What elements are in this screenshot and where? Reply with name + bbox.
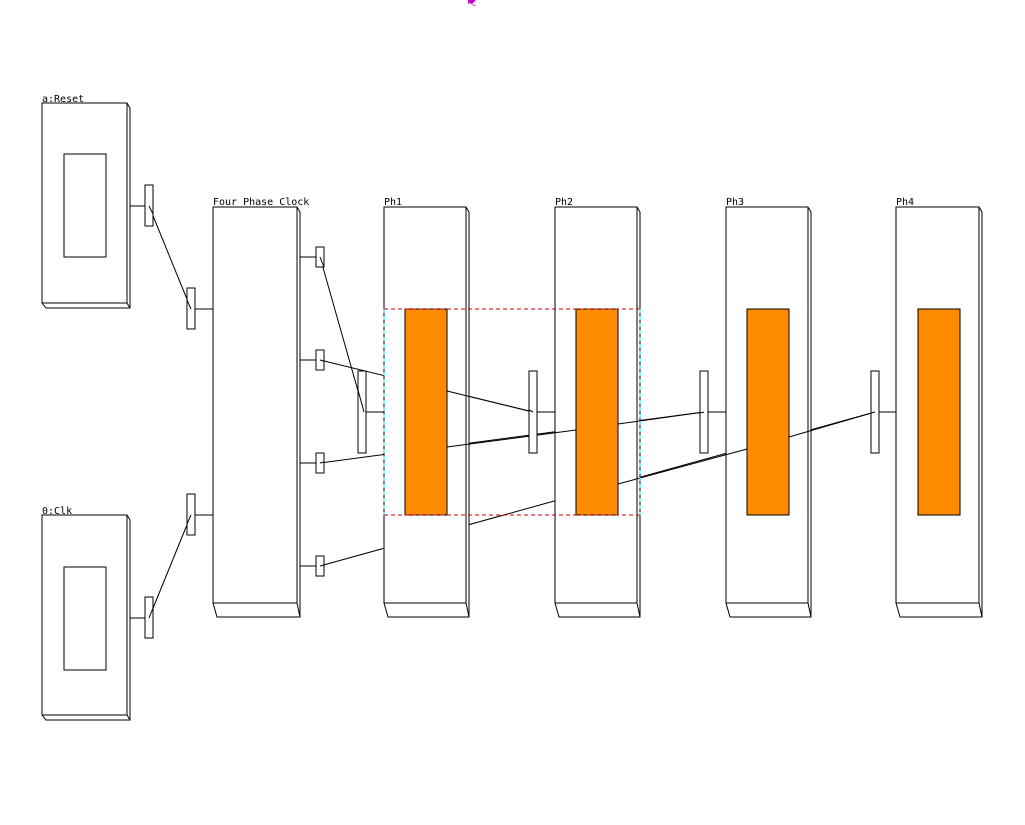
- ph1-label: Ph1: [384, 197, 402, 208]
- ph2-block[interactable]: Ph2: [554, 197, 641, 618]
- ph3-block[interactable]: Ph3: [725, 197, 812, 618]
- ph1-block[interactable]: Ph1: [383, 197, 470, 618]
- clk-block[interactable]: 0:Clk: [41, 506, 131, 721]
- cursor-icon: [468, 0, 476, 6]
- port[interactable]: [186, 493, 196, 536]
- reset-label: a:Reset: [42, 94, 84, 105]
- four-phase-clock-label: Four_Phase_Clock: [213, 197, 309, 208]
- port[interactable]: [144, 184, 154, 227]
- ph2-label: Ph2: [555, 197, 573, 208]
- ph2-highlight: [575, 308, 619, 516]
- ph4-block[interactable]: Ph4: [895, 197, 983, 618]
- selection-box[interactable]: [383, 308, 641, 516]
- reset-block[interactable]: a:Reset: [41, 94, 131, 309]
- ports: [144, 184, 880, 639]
- ph4-highlight: [917, 308, 961, 516]
- ph4-label: Ph4: [896, 197, 914, 208]
- ph3-highlight: [746, 308, 790, 516]
- ph1-highlight: [404, 308, 448, 516]
- ph3-label: Ph3: [726, 197, 744, 208]
- clk-label: 0:Clk: [42, 506, 72, 517]
- port[interactable]: [357, 370, 367, 454]
- four-phase-clock-block[interactable]: Four_Phase_Clock: [212, 197, 309, 618]
